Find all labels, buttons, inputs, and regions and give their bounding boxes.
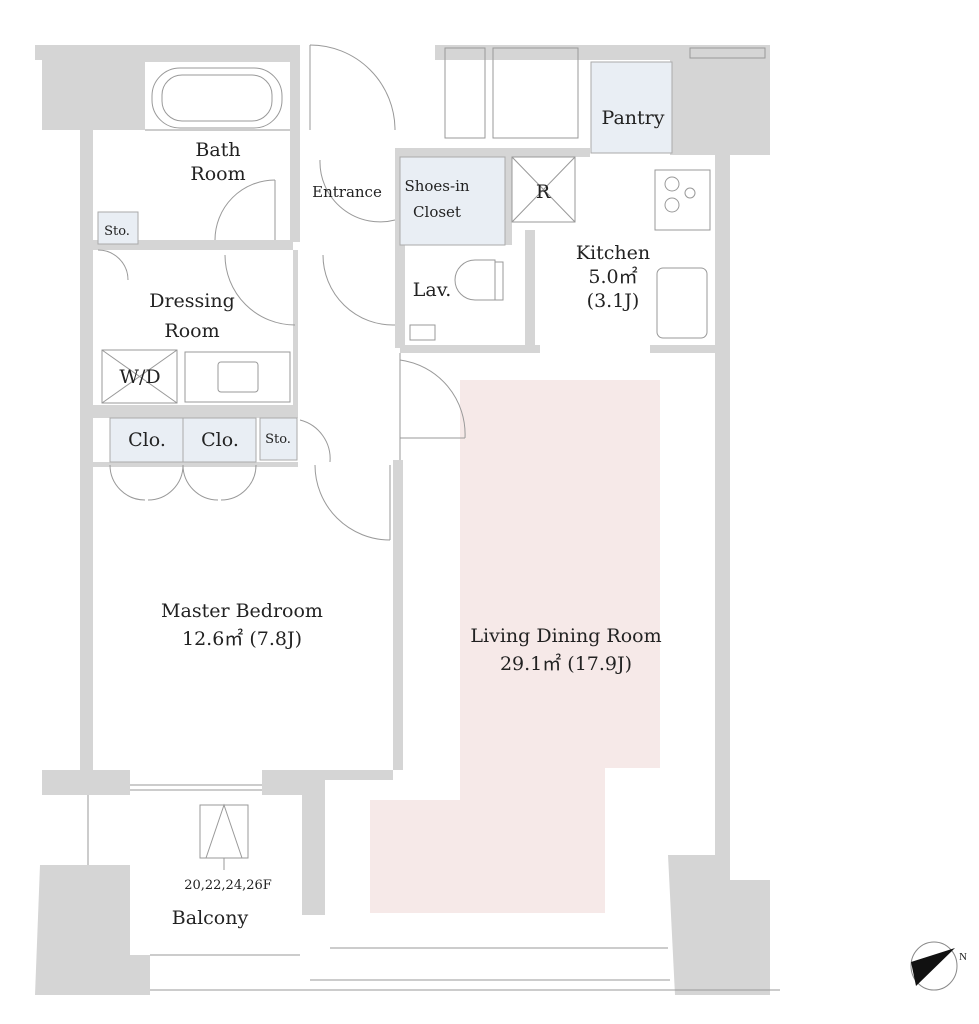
lavatory-label: Lav.	[412, 279, 452, 301]
compass	[910, 941, 958, 991]
closet-1-label: Clo.	[128, 429, 166, 451]
refrigerator-label: R	[535, 181, 551, 203]
walls	[35, 45, 770, 995]
closets	[97, 61, 673, 463]
balcony-label: Balcony	[171, 907, 249, 929]
floors-note: 20,22,24,26F	[184, 878, 272, 893]
compass-north-label: N	[959, 951, 967, 963]
pantry-label: Pantry	[601, 107, 665, 129]
washer-dryer-label: W/D	[119, 366, 161, 388]
fixtures	[87, 44, 780, 991]
entrance-label: Entrance	[312, 183, 382, 201]
closet-2-label: Clo.	[201, 429, 239, 451]
living-highlight	[370, 380, 660, 913]
storage-label: Sto.	[104, 224, 130, 239]
hall-storage-label: Sto.	[265, 432, 291, 447]
